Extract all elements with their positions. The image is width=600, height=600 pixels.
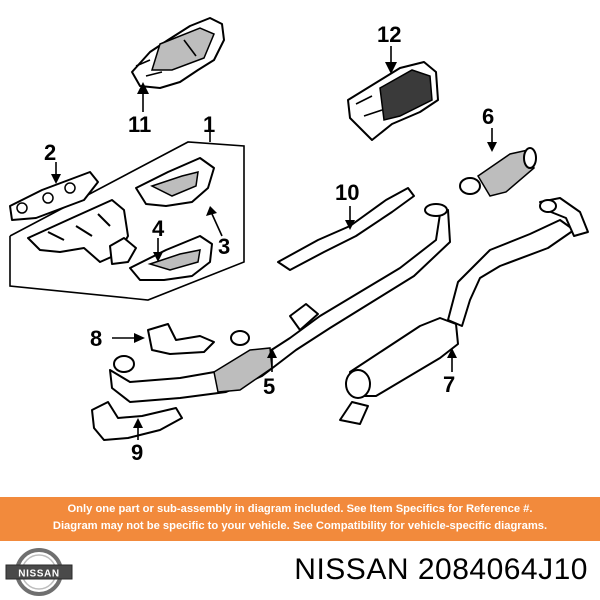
- leader-3: [206, 206, 223, 237]
- part-heat-shield-12: [347, 61, 439, 141]
- part-manifold-heat-shield: [135, 157, 215, 207]
- part-front-pipe: [109, 203, 451, 403]
- callout-7: 7: [443, 372, 455, 397]
- part-lower-heat-shield: [129, 235, 213, 281]
- disclaimer-banner: Only one part or sub-assembly in diagram…: [0, 497, 600, 541]
- leader-4: [153, 238, 163, 262]
- logo-wordmark: NISSAN: [18, 569, 59, 580]
- part-bracket: [147, 323, 215, 355]
- callout-10: 10: [335, 180, 359, 205]
- bracket-1: [9, 132, 245, 301]
- leader-11: [137, 82, 149, 112]
- callout-6: 6: [482, 104, 494, 129]
- part-heat-shield-upper: [131, 17, 225, 89]
- callout-4: 4: [152, 216, 165, 241]
- part-muffler-assembly: [339, 197, 589, 425]
- part-number-label: NISSAN 2084064J10: [294, 553, 588, 586]
- leader-6: [487, 128, 497, 152]
- part-catalytic-converter: [459, 147, 537, 197]
- callout-5: 5: [263, 374, 275, 399]
- disclaimer-line-2: Diagram may not be specific to your vehi…: [52, 520, 548, 532]
- callout-11: 11: [128, 112, 151, 137]
- leader-7: [447, 348, 457, 372]
- part-manifold: [27, 199, 137, 265]
- leader-5: [267, 348, 277, 372]
- callout-1: 1: [203, 112, 215, 137]
- nissan-logo: NISSAN: [5, 548, 73, 596]
- leader-10: [345, 206, 355, 230]
- exhaust-system-diagram: 11 12 1 2 3: [9, 17, 589, 465]
- leader-9: [133, 418, 143, 440]
- callout-12: 12: [377, 22, 401, 47]
- disclaimer-line-1: Only one part or sub-assembly in diagram…: [67, 503, 533, 515]
- leader-2: [51, 162, 61, 184]
- callout-8: 8: [90, 326, 102, 351]
- callout-2: 2: [44, 140, 56, 165]
- leader-8: [112, 333, 145, 343]
- callout-9: 9: [131, 440, 143, 465]
- part-gasket: [9, 171, 99, 221]
- part-heat-shield-10: [277, 187, 415, 271]
- callout-3: 3: [218, 234, 230, 259]
- leader-12: [385, 46, 397, 74]
